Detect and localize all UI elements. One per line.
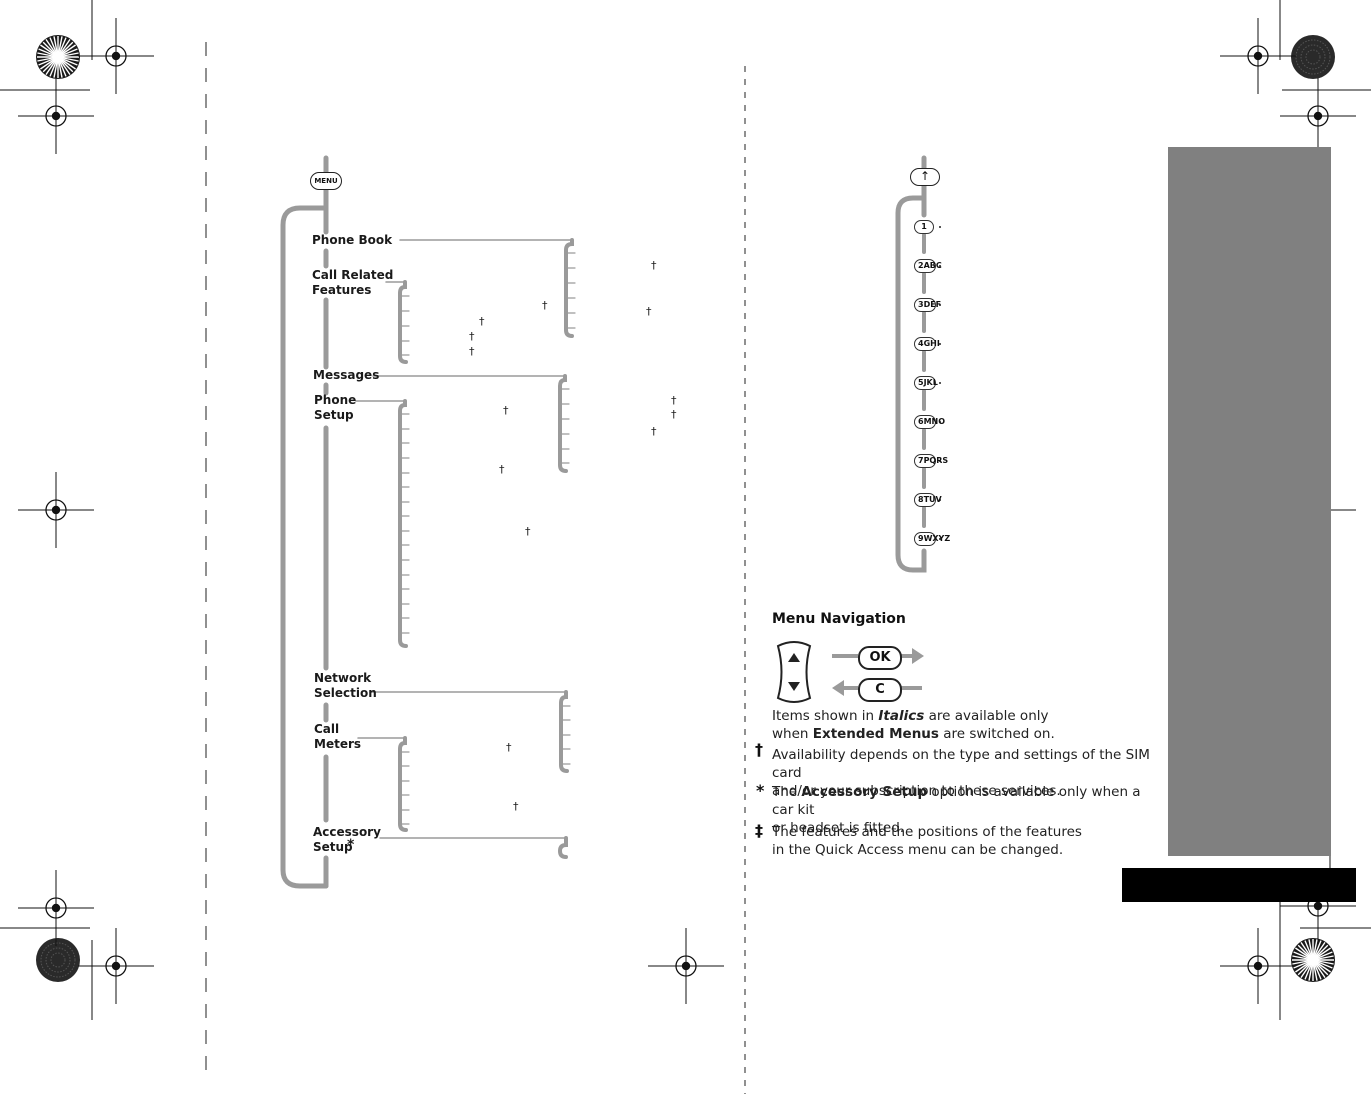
key-4[interactable]: 4GHI: [914, 337, 940, 351]
side-tab: [1168, 147, 1331, 856]
c-key[interactable]: C: [858, 678, 902, 702]
dagger-mark: †: [506, 741, 512, 754]
quick-access-note: The features and the positions of the fe…: [772, 824, 1082, 858]
dagger-mark: †: [499, 463, 505, 476]
up-arrow-key[interactable]: ↑: [910, 168, 940, 186]
key-2[interactable]: 2ABC: [914, 259, 942, 273]
dagger-mark: †: [651, 425, 657, 438]
nav-key-graphic: [776, 641, 924, 703]
double-dagger-symbol: ‡: [755, 821, 763, 840]
dagger-mark: †: [469, 330, 475, 343]
dagger-note: Availability depends on the type and set…: [772, 747, 1150, 799]
key-3[interactable]: 3DEF: [914, 298, 941, 312]
key-7[interactable]: 7PQRS: [914, 454, 948, 468]
quick-access-dots: [939, 226, 941, 540]
key-9[interactable]: 9WXYZ: [914, 532, 950, 546]
italics-note: Items shown in Italics are available onl…: [772, 708, 1055, 742]
black-bar: [1122, 868, 1356, 902]
dagger-mark: †: [513, 800, 519, 813]
menu-item-network-selection[interactable]: Network Selection: [314, 671, 377, 700]
dagger-mark: †: [671, 408, 677, 421]
menu-item-call-meters[interactable]: Call Meters: [314, 722, 362, 751]
dagger-mark: †: [671, 394, 677, 407]
key-1[interactable]: 1: [914, 220, 934, 234]
menu-item-messages[interactable]: Messages: [313, 368, 380, 382]
accessory-note: The Accessory Setup option is available …: [772, 784, 1141, 836]
dagger-mark: †: [525, 525, 531, 538]
menu-item-phone-book[interactable]: Phone Book: [312, 233, 393, 247]
dagger-mark: †: [651, 259, 657, 272]
menu-item-call-related-features[interactable]: Call Related Features: [312, 268, 394, 297]
menu-key[interactable]: MENU: [310, 172, 342, 190]
menu-tree: [280, 155, 576, 889]
menu-item-accessory-setup[interactable]: Accessory Setup: [313, 825, 381, 854]
dagger-mark: †: [469, 345, 475, 358]
key-6[interactable]: 6MNO: [914, 415, 945, 429]
crop-marks: [0, 0, 1371, 1020]
key-8[interactable]: 8TUV: [914, 493, 942, 507]
accessory-marker: *: [347, 837, 355, 853]
menu-navigation-title: Menu Navigation: [772, 611, 906, 627]
dagger-symbol: †: [755, 740, 763, 759]
star-symbol: *: [756, 781, 765, 800]
dagger-mark: †: [503, 404, 509, 417]
dagger-mark: †: [542, 299, 548, 312]
ok-key[interactable]: OK: [858, 646, 902, 670]
dagger-mark: †: [479, 315, 485, 328]
quick-access-tree: [895, 155, 927, 573]
key-5[interactable]: 5JKL: [914, 376, 938, 390]
menu-item-phone-setup[interactable]: Phone Setup: [314, 393, 357, 422]
dagger-mark: †: [646, 305, 652, 318]
